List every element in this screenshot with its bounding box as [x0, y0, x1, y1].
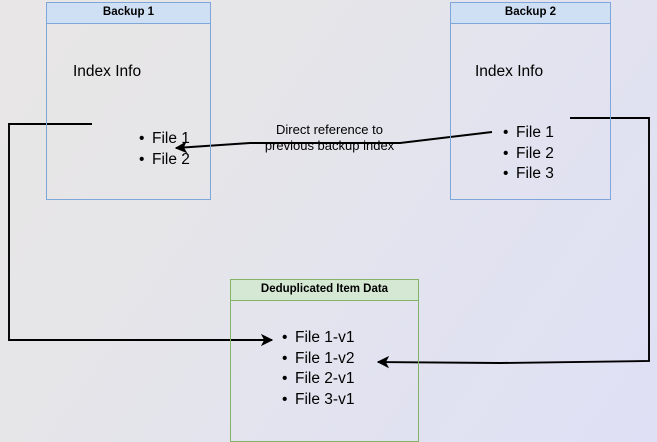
- list-item: File 1-v2: [282, 349, 355, 370]
- node-backup-2-header: Backup 2: [451, 3, 610, 24]
- list-item: File 1-v1: [282, 328, 355, 349]
- node-backup-1-index-info: Index Info: [73, 63, 142, 80]
- node-backup-2[interactable]: Backup 2 Index Info File 1 File 2 File 3: [450, 2, 611, 200]
- list-item: File 1: [503, 123, 554, 144]
- edge-label-line-1: Direct reference to: [276, 122, 383, 137]
- node-backup-1[interactable]: Backup 1 Index Info File 1 File 2: [46, 2, 211, 200]
- list-item: File 3-v1: [282, 390, 355, 411]
- node-backup-2-index-info: Index Info: [475, 63, 544, 80]
- node-backup-2-body: Index Info File 1 File 2 File 3: [451, 24, 610, 199]
- node-deduplicated-item-data-body: File 1-v1 File 1-v2 File 2-v1 File 3-v1: [231, 301, 418, 441]
- node-backup-1-body: Index Info File 1 File 2: [47, 24, 210, 199]
- node-deduplicated-file-list: File 1-v1 File 1-v2 File 2-v1 File 3-v1: [278, 328, 355, 411]
- node-deduplicated-item-data[interactable]: Deduplicated Item Data File 1-v1 File 1-…: [230, 279, 419, 442]
- list-item: File 2-v1: [282, 369, 355, 390]
- node-backup-2-file-list: File 1 File 2 File 3: [499, 123, 554, 185]
- node-backup-1-file-list: File 1 File 2: [135, 129, 190, 170]
- node-deduplicated-item-data-header: Deduplicated Item Data: [231, 280, 418, 301]
- list-item: File 2: [503, 144, 554, 165]
- edge-label-line-2: previous backup index: [264, 138, 395, 153]
- list-item: File 1: [139, 129, 190, 150]
- list-item: File 3: [503, 164, 554, 185]
- list-item: File 2: [139, 150, 190, 171]
- node-backup-1-header: Backup 1: [47, 3, 210, 24]
- edge-label-direct-reference: Direct reference to previous backup inde…: [247, 122, 412, 154]
